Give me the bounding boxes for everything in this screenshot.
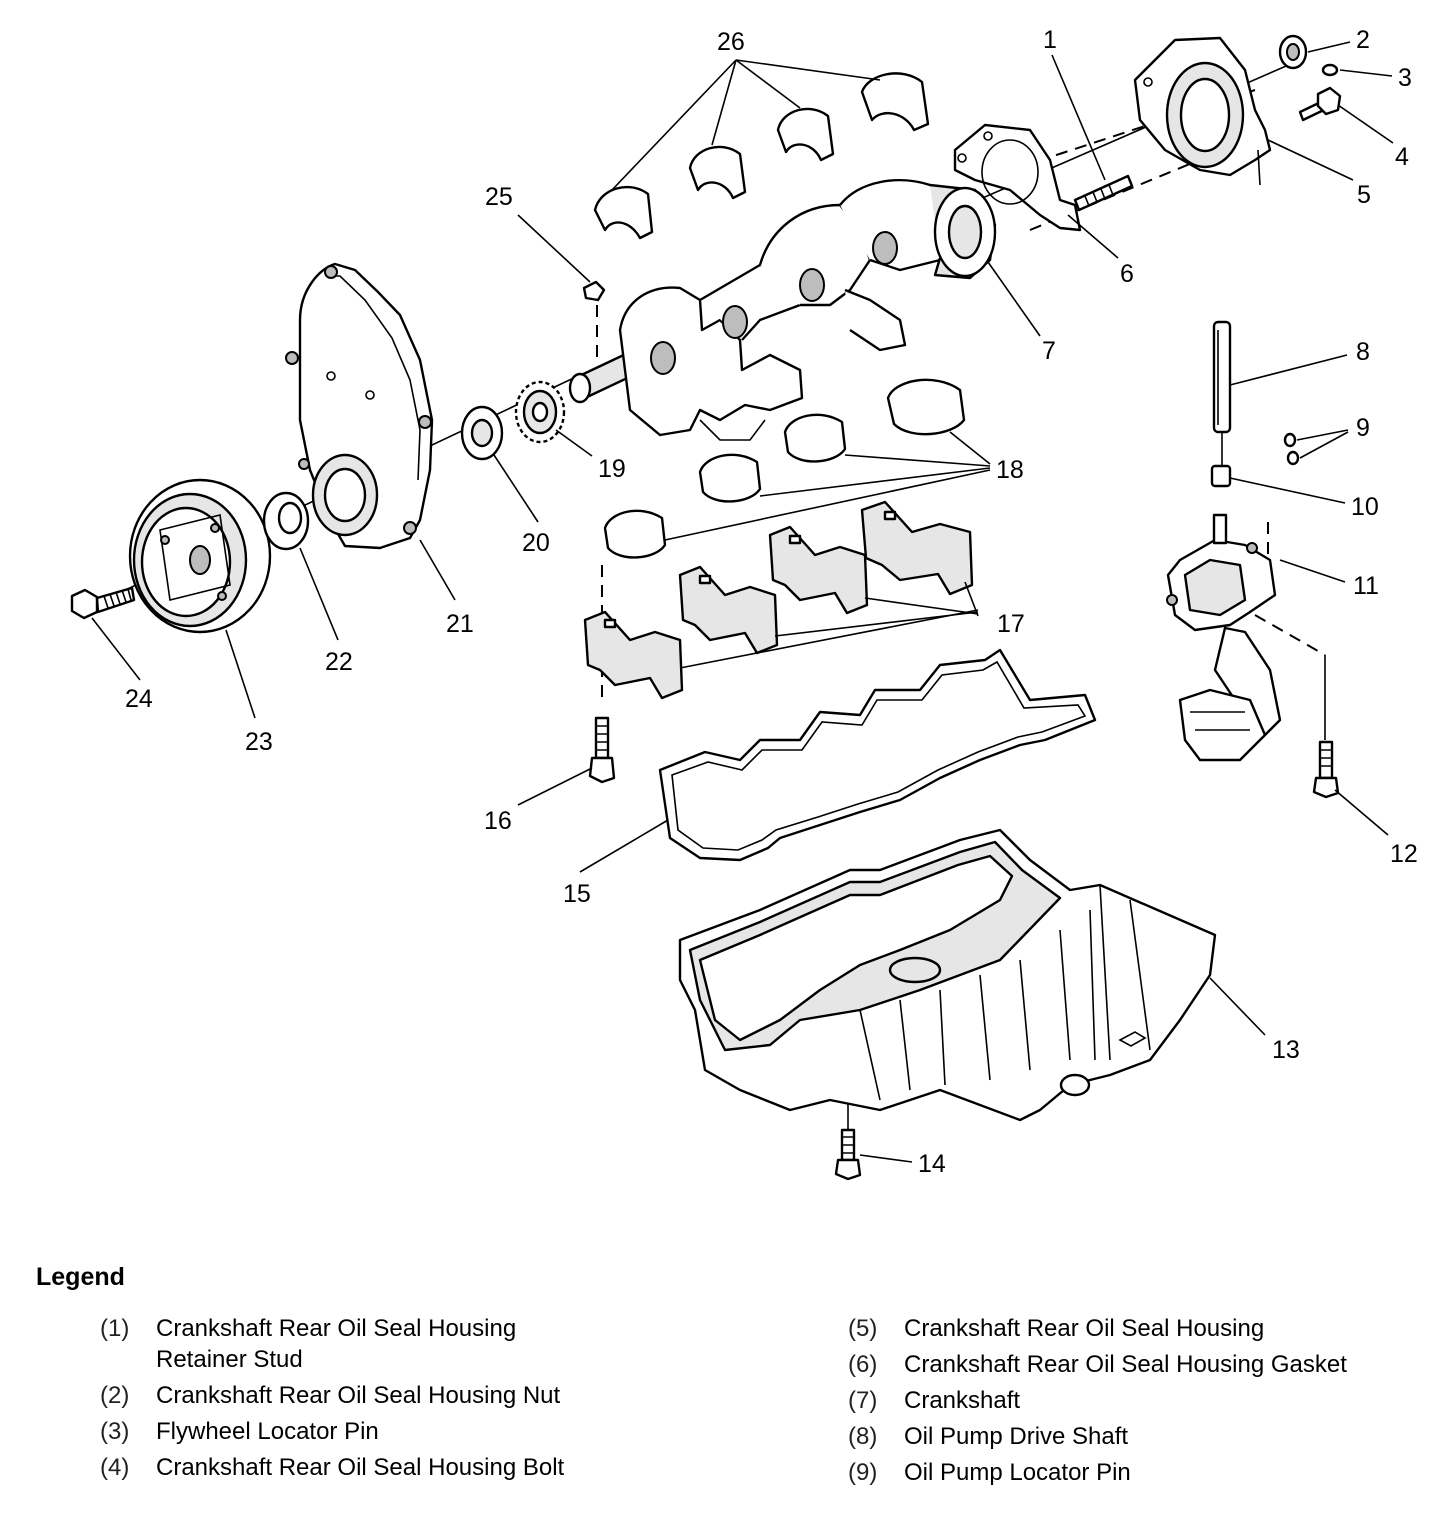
legend-item-text: Crankshaft Rear Oil Seal Housing Retaine… [156,1315,517,1373]
callout-numbers: 1 2 3 4 5 6 7 8 9 10 11 12 13 14 15 16 1… [125,26,1418,1178]
callout-9: 9 [1356,414,1370,442]
legend-item: (1) Crankshaft Rear Oil Seal Housing Ret… [100,1313,750,1375]
rear-seal-housing-nut [1278,34,1308,70]
legend-item-number: (7) [848,1387,878,1414]
legend-left-column: (1) Crankshaft Rear Oil Seal Housing Ret… [100,1313,750,1488]
callout-17: 17 [997,610,1025,638]
crankshaft-balancer [128,478,272,634]
engine-front-cover [285,262,434,550]
legend-right-column: (5) Crankshaft Rear Oil Seal Housing (6)… [848,1313,1448,1493]
oil-pump [1166,513,1282,762]
callout-16: 16 [484,807,512,835]
legend-item-number: (1) [100,1315,130,1342]
lower-main-bearings [603,378,966,559]
legend-item-text: Oil Pump Drive Shaft [904,1423,1129,1450]
callout-13: 13 [1272,1036,1300,1064]
legend-item: (5) Crankshaft Rear Oil Seal Housing [848,1313,1448,1344]
rear-oil-seal-housing-gasket [953,123,1082,232]
oil-pan-gasket [658,648,1097,862]
callout-15: 15 [563,880,591,908]
balancer-bolt [70,586,136,620]
callout-11: 11 [1353,572,1379,600]
legend-item-number: (4) [100,1454,130,1481]
oil-pump-bolt [1312,740,1340,799]
oil-pump-drive-shaft [1212,320,1232,434]
legend-item: (8) Oil Pump Drive Shaft [848,1421,1448,1452]
callout-25: 25 [485,183,513,211]
legend-item-text: Crankshaft [904,1387,1021,1414]
flywheel-locator-pin [1321,63,1339,77]
legend-item-text: Flywheel Locator Pin [156,1418,379,1445]
callout-22: 22 [325,648,353,676]
legend-item: (7) Crankshaft [848,1385,1448,1416]
callout-7: 7 [1042,337,1056,365]
legend-item: (6) Crankshaft Rear Oil Seal Housing Gas… [848,1349,1448,1380]
callout-8: 8 [1356,338,1370,366]
callout-10: 10 [1351,493,1379,521]
rear-oil-seal-housing [1133,36,1272,186]
legend-item-number: (5) [848,1315,878,1342]
callout-26: 26 [717,28,745,56]
legend-item-number: (8) [848,1423,878,1450]
main-bearing-caps [583,500,974,700]
crankshaft-sprocket [514,380,566,444]
leader-lines [91,41,1394,1163]
oil-pump-shaft-coupling [1210,464,1232,488]
upper-main-bearings [593,72,930,240]
legend-item: (4) Crankshaft Rear Oil Seal Housing Bol… [100,1452,750,1483]
front-oil-seal [262,491,310,551]
rear-seal-housing-retainer-stud [1073,174,1134,212]
legend-item-text: Crankshaft Rear Oil Seal Housing Gasket [904,1351,1347,1378]
callout-3: 3 [1398,64,1412,92]
callout-1: 1 [1043,26,1057,54]
callout-24: 24 [125,685,153,713]
callout-18: 18 [996,456,1024,484]
callout-23: 23 [245,728,273,756]
crankshaft [568,179,997,441]
callout-19: 19 [598,455,626,483]
crankshaft-sprocket-washer [460,405,504,461]
callout-14: 14 [918,1150,946,1178]
callout-6: 6 [1120,260,1134,288]
legend-item-number: (9) [848,1459,878,1486]
callout-5: 5 [1357,181,1371,209]
legend-item-number: (3) [100,1418,130,1445]
legend-title: Legend [36,1263,125,1291]
legend-item-text: Crankshaft Rear Oil Seal Housing [904,1315,1265,1342]
oil-pan [678,828,1217,1122]
main-bearing-cap-bolt [588,716,616,784]
exploded-view-diagram: 1 2 3 4 5 6 7 8 9 10 11 12 13 14 15 16 1… [70,26,1418,1181]
legend: Legend (1) Crankshaft Rear Oil Seal Hous… [0,1255,1456,1505]
legend-item: (9) Oil Pump Locator Pin [848,1457,1448,1488]
legend-item-text: Crankshaft Rear Oil Seal Housing Bolt [156,1454,565,1481]
crankshaft-key [582,280,606,302]
legend-item-text: Oil Pump Locator Pin [904,1459,1131,1486]
rear-seal-housing-bolt [1298,86,1342,122]
callout-2: 2 [1356,26,1370,54]
callout-21: 21 [446,610,474,638]
callout-20: 20 [522,529,550,557]
callout-4: 4 [1395,143,1409,171]
legend-item-number: (2) [100,1382,130,1409]
oil-pan-bolt [834,1128,862,1181]
legend-item-number: (6) [848,1351,878,1378]
callout-12: 12 [1390,840,1418,868]
legend-item: (2) Crankshaft Rear Oil Seal Housing Nut [100,1380,750,1411]
legend-item: (3) Flywheel Locator Pin [100,1416,750,1447]
legend-item-text: Crankshaft Rear Oil Seal Housing Nut [156,1382,561,1409]
oil-pump-locator-pins [1283,432,1300,466]
